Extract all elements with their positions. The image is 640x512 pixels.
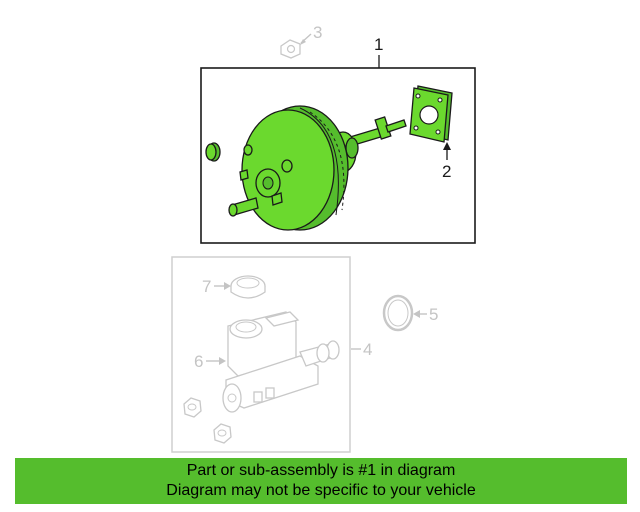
banner-line-2: Diagram may not be specific to your vehi…: [166, 482, 476, 499]
callout-1-group: 1: [374, 35, 383, 68]
banner-line-1: Part or sub-assembly is #1 in diagram: [186, 462, 456, 479]
callout-1: 1: [374, 35, 383, 54]
master-cylinder: [222, 311, 340, 413]
callout-6: 6: [194, 352, 203, 371]
reservoir-cap: [230, 275, 266, 299]
callout-4: 4: [363, 340, 372, 359]
part-3-bolt: [280, 39, 301, 59]
gasket: [409, 85, 453, 143]
callout-2: 2: [442, 162, 451, 181]
callout-6-group: 6: [194, 352, 226, 371]
callout-5-group: 5: [413, 305, 438, 324]
grommet: [205, 142, 221, 162]
assembly-box: [200, 67, 476, 244]
nut-upper: [183, 397, 202, 418]
callout-3-group: 3: [280, 23, 322, 59]
seal-ring: [382, 294, 414, 332]
callout-7-group: 7: [202, 277, 231, 296]
parts-diagram: 3 1: [171, 23, 476, 453]
nut-lower: [213, 423, 232, 444]
master-cylinder-box: [171, 256, 351, 453]
callout-2-group: 2: [442, 142, 451, 181]
info-banner: Part or sub-assembly is #1 in diagram Di…: [15, 458, 627, 504]
callout-5: 5: [429, 305, 438, 324]
callout-3: 3: [313, 23, 322, 42]
callout-4-group: 4: [351, 340, 372, 359]
brake-booster: [228, 105, 407, 231]
callout-7: 7: [202, 277, 211, 296]
